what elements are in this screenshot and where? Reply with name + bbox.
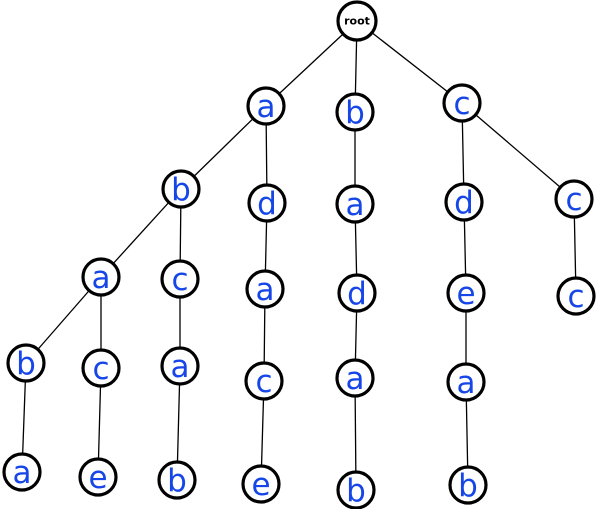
node-circle bbox=[157, 460, 197, 500]
edge-root-n_c bbox=[356, 20, 463, 104]
trie-node: b bbox=[336, 470, 376, 509]
node-circle bbox=[336, 470, 376, 509]
trie-node: b bbox=[335, 92, 375, 132]
trie-edges bbox=[21, 20, 577, 491]
node-circle bbox=[245, 269, 285, 309]
node-circle bbox=[78, 457, 118, 497]
trie-node: c bbox=[244, 361, 284, 401]
node-label: b bbox=[16, 346, 36, 382]
node-circle bbox=[444, 182, 484, 222]
node-label: c bbox=[92, 351, 109, 387]
node-circle bbox=[335, 358, 375, 398]
node-circle bbox=[81, 257, 121, 297]
node-label: c bbox=[567, 279, 584, 315]
edge-n_ab-n_aba bbox=[100, 188, 182, 278]
trie-node: a bbox=[245, 269, 285, 309]
node-label: b bbox=[345, 95, 365, 131]
node-label: e bbox=[88, 460, 107, 496]
node-circle bbox=[246, 86, 286, 126]
node-circle bbox=[247, 183, 287, 223]
node-circle bbox=[6, 343, 46, 383]
node-circle bbox=[448, 465, 488, 505]
node-circle bbox=[244, 361, 284, 401]
node-label: a bbox=[256, 272, 275, 308]
node-label: c bbox=[565, 182, 582, 218]
node-circle bbox=[556, 276, 596, 316]
trie-node: a bbox=[335, 184, 375, 224]
node-circle bbox=[160, 259, 200, 299]
node-circle bbox=[161, 169, 201, 209]
trie-node: a bbox=[246, 86, 286, 126]
node-label: a bbox=[346, 361, 365, 397]
node-label: a bbox=[346, 187, 365, 223]
node-circle bbox=[446, 273, 486, 313]
trie-root-node: root bbox=[336, 0, 378, 42]
trie-node: b bbox=[157, 460, 197, 500]
trie-node: b bbox=[448, 465, 488, 505]
edge-n_a-n_ab bbox=[180, 105, 267, 190]
node-circle bbox=[160, 346, 200, 386]
node-label: a bbox=[92, 260, 111, 296]
node-circle bbox=[554, 179, 594, 219]
trie-node: a bbox=[446, 362, 486, 402]
node-label: b bbox=[458, 468, 478, 504]
node-label: c bbox=[255, 364, 272, 400]
node-label: a bbox=[13, 455, 32, 491]
node-circle bbox=[335, 184, 375, 224]
trie-node: c bbox=[556, 276, 596, 316]
trie-node: d bbox=[444, 182, 484, 222]
node-label: c bbox=[453, 86, 470, 122]
trie-node: e bbox=[78, 457, 118, 497]
node-label: d bbox=[347, 276, 367, 312]
trie-node: e bbox=[241, 464, 281, 504]
node-label: c bbox=[171, 262, 188, 298]
node-label: a bbox=[257, 89, 276, 125]
node-circle bbox=[442, 83, 482, 123]
trie-node: c bbox=[554, 179, 594, 219]
root-node-label: root bbox=[344, 15, 370, 28]
edge-root-n_a bbox=[265, 20, 358, 107]
trie-node: c bbox=[81, 348, 121, 388]
trie-node: a bbox=[160, 346, 200, 386]
node-label: a bbox=[171, 349, 190, 385]
node-circle bbox=[2, 452, 42, 492]
node-circle bbox=[335, 92, 375, 132]
trie-node: b bbox=[6, 343, 46, 383]
node-label: a bbox=[457, 365, 476, 401]
node-label: b bbox=[171, 172, 191, 208]
node-label: b bbox=[346, 473, 366, 509]
node-label: e bbox=[251, 467, 270, 503]
node-circle bbox=[241, 464, 281, 504]
trie-node: a bbox=[2, 452, 42, 492]
node-label: d bbox=[257, 186, 277, 222]
node-label: e bbox=[456, 276, 475, 312]
trie-node: c bbox=[160, 259, 200, 299]
trie-node: c bbox=[442, 83, 482, 123]
trie-node: d bbox=[337, 273, 377, 313]
node-label: d bbox=[454, 185, 474, 221]
trie-node: b bbox=[161, 169, 201, 209]
node-circle bbox=[337, 273, 377, 313]
trie-node: a bbox=[81, 257, 121, 297]
trie-node: d bbox=[247, 183, 287, 223]
edge-n_c-n_cc bbox=[461, 102, 575, 200]
trie-node: e bbox=[446, 273, 486, 313]
node-circle bbox=[446, 362, 486, 402]
node-label: b bbox=[167, 463, 187, 499]
node-circle bbox=[81, 348, 121, 388]
trie-node: a bbox=[335, 358, 375, 398]
root-node-circle bbox=[336, 0, 378, 42]
